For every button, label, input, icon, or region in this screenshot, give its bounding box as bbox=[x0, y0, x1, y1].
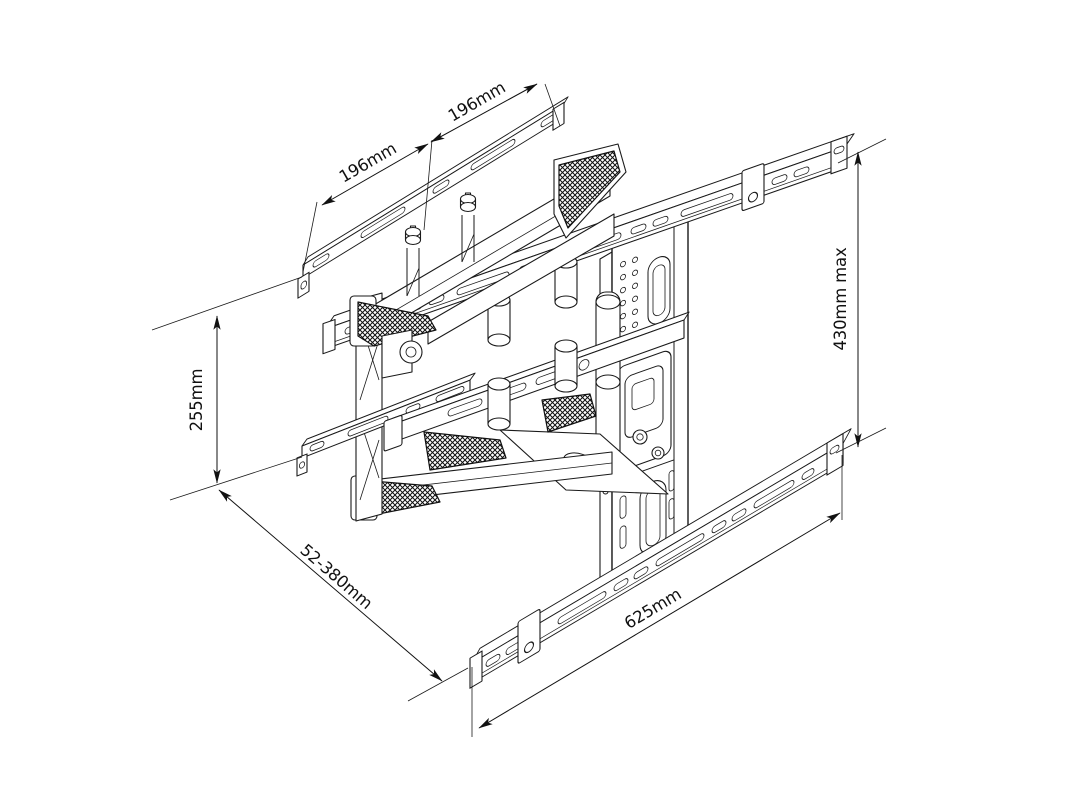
rail-clamp-block-top bbox=[741, 163, 765, 211]
mounting-bolt-left bbox=[404, 225, 422, 246]
dim-label-625mm: 625mm bbox=[621, 584, 684, 633]
middle-crossbar bbox=[383, 311, 690, 452]
lower-arm-pad-inner bbox=[423, 431, 507, 471]
upper-arm-pad-inner bbox=[541, 393, 597, 433]
dim-extension-range: 52-380mm bbox=[218, 489, 469, 702]
wall-plate-column bbox=[611, 214, 689, 583]
dim-bracket-height: 255mm bbox=[151, 276, 303, 501]
dim-label-196mm-right: 196mm bbox=[445, 78, 509, 126]
articulation-pins bbox=[487, 255, 578, 431]
dim-label-255mm: 255mm bbox=[187, 369, 206, 432]
mounting-bolt-right bbox=[459, 192, 477, 213]
hinge-bracket bbox=[381, 329, 423, 379]
dim-label-52-380mm: 52-380mm bbox=[297, 540, 377, 613]
bolt-posts bbox=[406, 215, 475, 297]
dim-vesa-spacing-right: 196mm bbox=[430, 78, 561, 143]
dim-vertical-spacing-max: 430mm max bbox=[831, 138, 887, 454]
upper-arm-rear bbox=[427, 213, 615, 345]
dim-label-196mm-left: 196mm bbox=[336, 139, 400, 187]
vesa-rail-bottom bbox=[296, 372, 476, 477]
rail-clamp-block-bottom bbox=[517, 609, 541, 664]
upper-arm-pad-right bbox=[553, 143, 627, 239]
dim-label-430mm-max: 430mm max bbox=[831, 247, 850, 350]
